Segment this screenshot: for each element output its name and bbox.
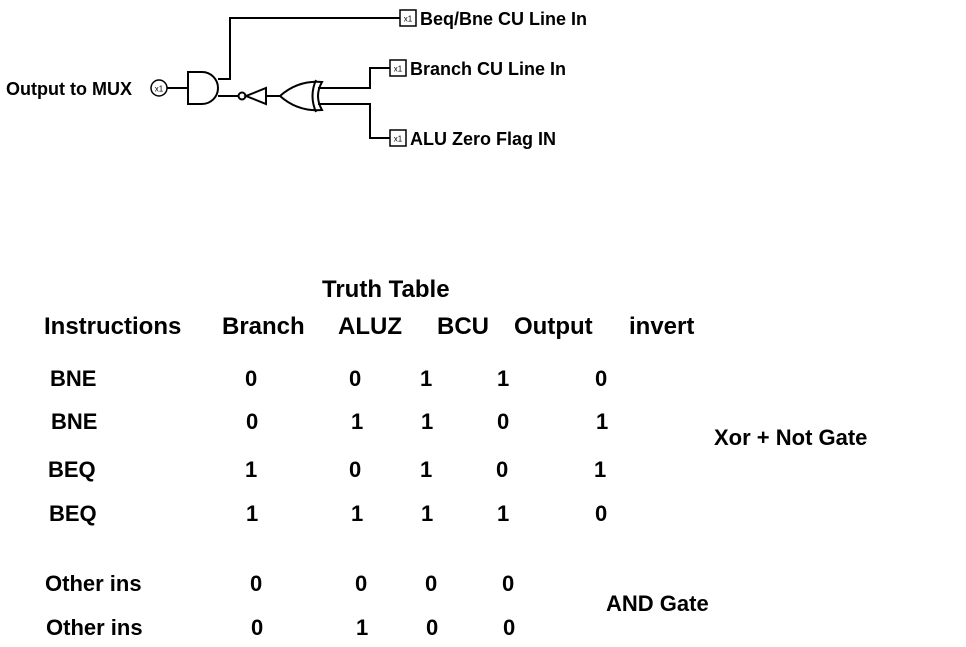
input-label-beq-bne: Beq/Bne CU Line In [420,9,588,29]
svg-text:x1: x1 [404,15,413,24]
cell-branch: 0 [251,615,264,640]
input-pin-aluz: x1 [389,129,407,147]
cell-output: 0 [497,409,510,434]
header-bcu: BCU [437,313,489,340]
cell-instruction: BEQ [49,501,97,526]
table-title: Truth Table [322,276,450,303]
cell-branch: 1 [246,501,259,526]
note-xor-not: Xor + Not Gate [714,425,868,450]
cell-instruction: Other ins [46,615,143,640]
header-invert: invert [629,313,695,340]
cell-bcu: 0 [425,571,438,596]
wire-aluz [318,103,390,139]
header-aluz: ALUZ [338,313,402,340]
note-and-gate: AND Gate [606,591,709,616]
cell-aluz: 1 [351,409,364,434]
cell-invert: 0 [595,366,608,391]
cell-instruction: Other ins [45,571,142,596]
header-output: Output [514,313,593,340]
cell-bcu: 1 [421,501,434,526]
and-gate [187,71,219,105]
header-instructions: Instructions [44,313,182,340]
not-gate [243,86,267,106]
wire-beq-bne [218,17,400,80]
input-pin-branch: x1 [389,59,407,77]
xor-gate-back-curve [311,79,317,113]
circuit-diagram: x1 x1 x1 x1 [150,9,417,147]
cell-bcu: 1 [420,366,433,391]
xor-gate [278,80,324,112]
cell-aluz: 1 [351,501,364,526]
output-pin: x1 [150,79,168,97]
input-label-aluz: ALU Zero Flag IN [410,129,557,149]
cell-bcu: 0 [426,615,439,640]
cell-invert: 0 [595,501,608,526]
cell-branch: 0 [245,366,258,391]
cell-branch: 0 [250,571,263,596]
cell-output: 0 [502,571,515,596]
header-branch: Branch [222,313,305,340]
cell-bcu: 1 [421,409,434,434]
cell-aluz: 0 [349,366,362,391]
cell-output: 0 [496,457,509,482]
cell-output: 0 [503,615,516,640]
cell-output: 1 [497,501,510,526]
cell-invert: 1 [594,457,607,482]
cell-output: 1 [497,366,510,391]
cell-aluz: 0 [349,457,362,482]
cell-instruction: BNE [51,409,98,434]
cell-branch: 1 [245,457,258,482]
input-label-branch: Branch CU Line In [410,59,567,79]
cell-instruction: BNE [50,366,97,391]
cell-aluz: 0 [355,571,368,596]
output-label: Output to MUX [6,79,132,99]
svg-text:x1: x1 [394,65,403,74]
cell-instruction: BEQ [48,457,96,482]
svg-text:x1: x1 [394,135,403,144]
cell-branch: 0 [246,409,259,434]
cell-invert: 1 [596,409,609,434]
input-pin-beq-bne: x1 [399,9,417,27]
cell-bcu: 1 [420,457,433,482]
svg-text:x1: x1 [155,85,164,94]
wire-branch [318,67,390,89]
cell-aluz: 1 [356,615,369,640]
